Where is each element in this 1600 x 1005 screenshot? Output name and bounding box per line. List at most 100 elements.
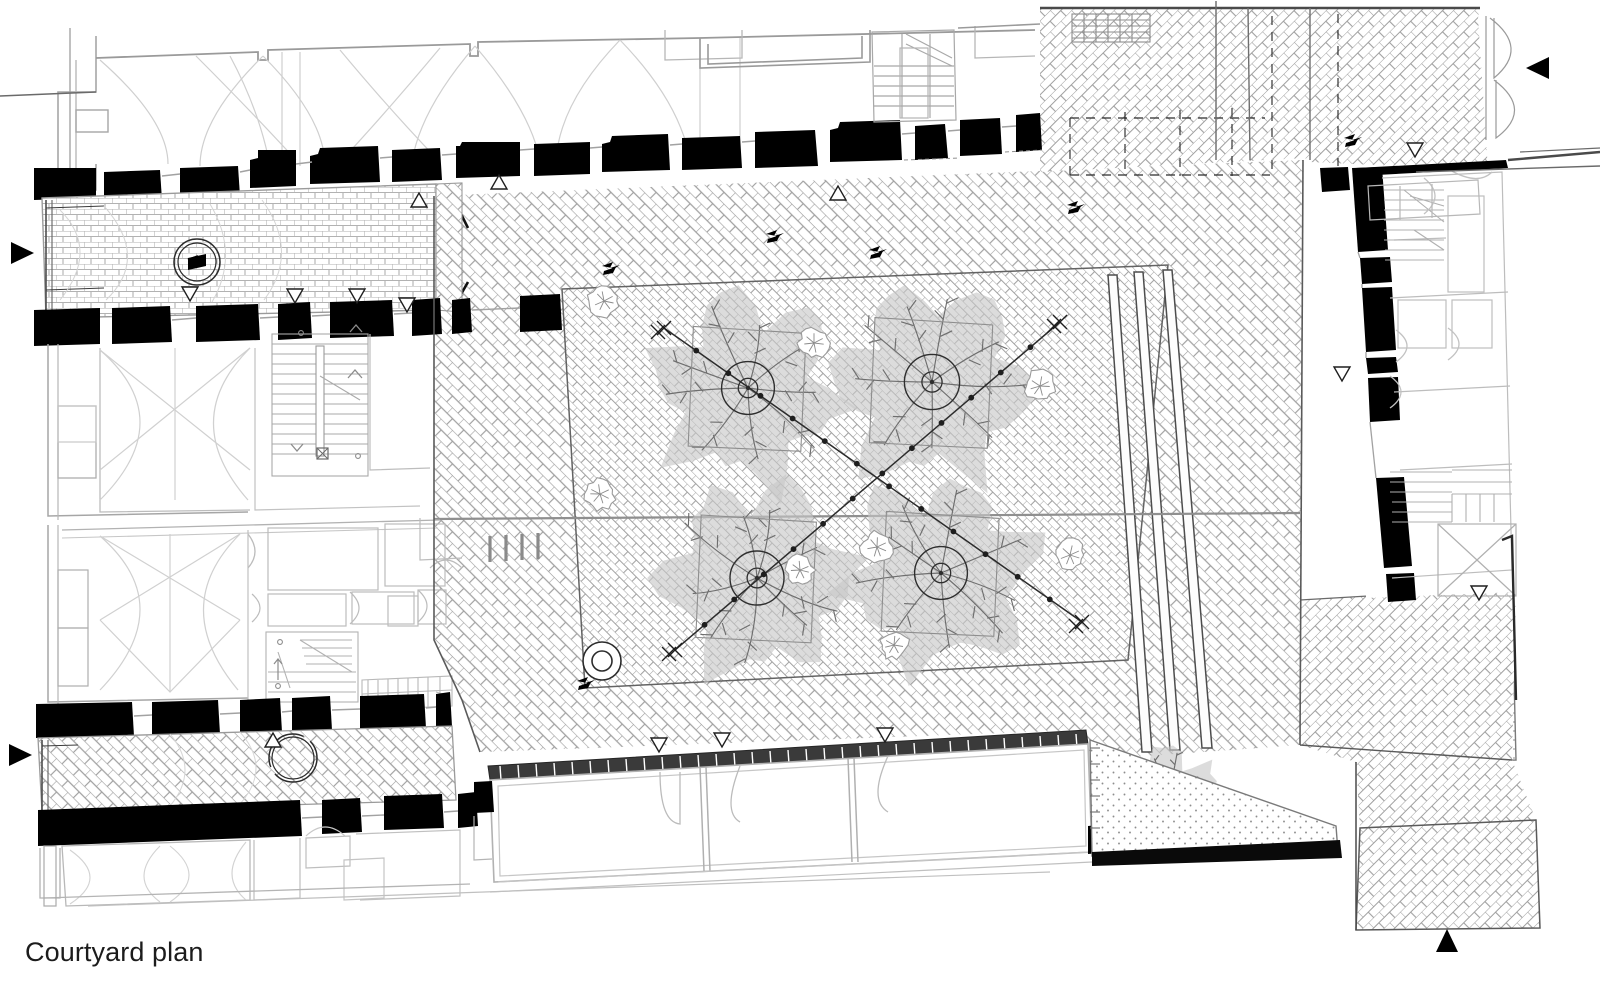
- courtyard-boundary: [433, 159, 1304, 753]
- shrub-7: [784, 553, 818, 585]
- tree-branch: [742, 515, 758, 579]
- courtyard-basin: [582, 641, 622, 681]
- tree-leaf: [734, 526, 747, 533]
- tree-canopy: [826, 478, 1046, 687]
- west-wall-poche-lower: [36, 692, 452, 738]
- south-gravel-bed: [1089, 739, 1342, 866]
- tree-leaf: [1154, 754, 1160, 761]
- tree-pit-outline: [695, 514, 817, 644]
- axis-node: [757, 392, 764, 399]
- level-triangle: [347, 288, 367, 305]
- drain-glyph: [1067, 201, 1085, 211]
- section-arrow-east[interactable]: [1526, 57, 1549, 79]
- shrub-2: [796, 326, 831, 359]
- tree-leaf: [797, 429, 811, 434]
- shrub-texture: [594, 291, 614, 310]
- axis-node: [693, 347, 700, 354]
- shrub-stem: [792, 564, 801, 571]
- level-triangle: [409, 191, 429, 208]
- tree-leaf: [939, 643, 950, 653]
- shrub-3: [1023, 368, 1057, 400]
- tree-branch: [756, 577, 808, 626]
- south-west-rooms: [39, 826, 1051, 907]
- tree-trunk-ring-outer: [903, 353, 961, 411]
- tree-branch: [940, 572, 951, 648]
- tree-trunk-center: [938, 570, 944, 576]
- west-arcade-south-paving: [37, 725, 457, 813]
- tree-leaf: [672, 350, 678, 363]
- shrub-stem: [596, 293, 605, 302]
- shrub-stem: [808, 342, 815, 352]
- shrub-texture: [804, 333, 824, 353]
- tree-trunk-ring-outer: [720, 360, 776, 416]
- shrub-stem: [813, 342, 817, 353]
- shrub-stem: [813, 338, 823, 344]
- tree-leaf: [900, 321, 914, 327]
- shrub-stem: [1060, 554, 1071, 559]
- tree-branch: [711, 305, 749, 389]
- arcade-edge-transition: [435, 182, 463, 313]
- tree-4: [826, 478, 1046, 687]
- axis-end-cross: [1068, 614, 1090, 634]
- tree-leaf: [794, 610, 807, 615]
- tree-leaf: [931, 430, 943, 440]
- axis-node: [938, 420, 945, 426]
- tree-branch: [940, 572, 1016, 602]
- tree-trunk-ring-inner: [737, 377, 759, 399]
- drain-glyph: [1345, 139, 1358, 147]
- level-marker-down-4: [397, 297, 417, 314]
- tree-trunk-ring-outer: [913, 545, 969, 601]
- tree-pit-outline: [868, 317, 994, 449]
- tree-leaf: [832, 609, 837, 623]
- bollard-row: [488, 533, 540, 562]
- shrub-texture: [790, 560, 809, 579]
- tree-leaf: [782, 604, 785, 617]
- axis-diagonal-nw-se: [650, 320, 1090, 634]
- tree-leaf: [981, 587, 986, 601]
- tree-branch: [940, 572, 1004, 634]
- shrub-stem: [804, 342, 815, 345]
- tree-leaf: [712, 299, 721, 311]
- level-triangle: [649, 737, 669, 754]
- shrub-stem: [1030, 385, 1041, 390]
- level-marker-up-3: [828, 184, 848, 201]
- section-arrows[interactable]: [9, 57, 1549, 952]
- tree-leaf: [686, 584, 697, 594]
- shrub-stem: [603, 300, 614, 304]
- tree-branch: [931, 381, 993, 439]
- axis-node: [760, 571, 767, 578]
- tree-leaf: [868, 338, 882, 344]
- shrub-stem: [1062, 548, 1071, 556]
- tree-leaf: [934, 310, 945, 321]
- tree-leaf: [727, 332, 735, 344]
- axis-node: [968, 394, 975, 401]
- axis-node: [790, 546, 797, 552]
- shrub-stem: [885, 640, 895, 646]
- drain-glyph: [767, 235, 780, 243]
- section-arrow-south[interactable]: [1436, 929, 1458, 952]
- drain-glyph: [1068, 206, 1081, 214]
- pavilion-door-swings: [659, 755, 889, 825]
- section-arrow-west-upper[interactable]: [11, 242, 34, 264]
- section-arrow-west-lower[interactable]: [9, 744, 32, 766]
- tree-leaf: [690, 536, 703, 541]
- axis-node: [821, 438, 828, 444]
- axis-node: [854, 460, 860, 467]
- cross-stroke: [650, 324, 666, 340]
- pavilion-bay-dividers: [699, 757, 859, 872]
- tree-leaf: [851, 573, 861, 584]
- section-arrow-glyph: [1436, 929, 1458, 952]
- tree-leaf: [981, 338, 984, 352]
- tree-leaf: [802, 623, 805, 636]
- tree-branch: [672, 360, 749, 389]
- shrub-stem: [1039, 376, 1043, 387]
- axis-line: [674, 321, 1061, 651]
- tree-leaf: [995, 343, 1008, 350]
- tree-leaf: [1169, 759, 1176, 765]
- shrub-stem: [594, 300, 605, 306]
- axis-node: [997, 369, 1004, 376]
- west-arcade-north-paving: [41, 183, 437, 319]
- tree-leaf: [712, 434, 718, 447]
- level-marker-up-1: [409, 191, 429, 208]
